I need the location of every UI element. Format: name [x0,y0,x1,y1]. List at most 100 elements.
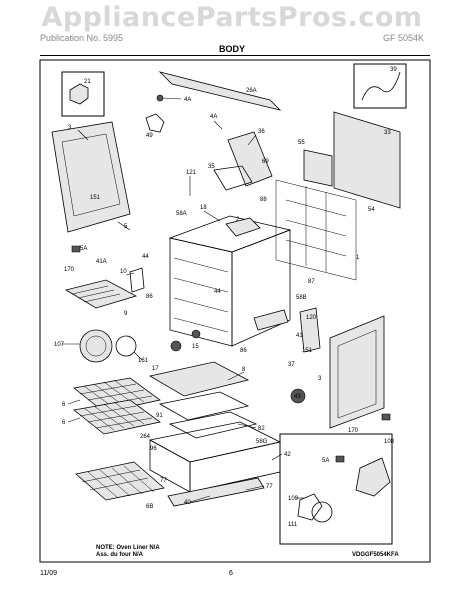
label-part: 9 [124,311,128,317]
leader-line [162,97,182,100]
label-part: 5A [80,246,87,252]
label-part: 33 [384,130,391,136]
fan-cover-inner [85,335,107,357]
leader-line [271,453,283,461]
label-part: 49 [146,133,153,139]
part-3-left-panel [51,121,131,233]
part-39-harness [361,71,401,101]
note-line: NOTE: Oven Liner N/A [96,545,160,551]
part-43-screw-callout [290,388,306,404]
label-part: 151 [302,348,313,354]
leader-line [227,371,245,381]
part-82-plate [168,411,258,439]
part-161-ring [115,335,137,357]
leader-line [245,485,265,491]
rear-frame [275,179,357,281]
note-text: NOTE: Oven Liner N/A Ass. du four N/A [96,545,160,559]
leader-line [77,129,89,141]
part-40-drawer-rail [167,477,265,507]
rack-upper-wires [79,379,153,409]
label-part: 39 [390,67,397,73]
leader-lines [62,97,304,503]
label-part: 109 [288,496,299,502]
label-part: 108 [384,439,395,445]
part-91-bake-element [158,391,250,421]
label-part: 55 [298,140,305,146]
part-5A-clip-lower [335,455,345,463]
part-8-bottom-tray [148,361,250,397]
label-part: 58A [176,211,187,217]
part-4A-screw [156,94,164,102]
label-part: 88 [260,197,267,203]
label-part: 1 [356,255,360,261]
label-part: 4A [210,114,217,120]
label-part: 111 [288,522,298,528]
leader-line [133,351,143,361]
label-part: 58B [296,295,307,301]
watermark-logo: AppliancePartsPros.com [41,2,423,33]
part-41-rail [253,309,289,331]
label-part: 36 [258,129,265,135]
label-part: 151 [90,195,101,201]
label-part: 264 [140,434,151,440]
model-number: GF 5054K [382,33,424,43]
rack-lower-wires [79,401,153,431]
label-part: 6B [146,504,153,510]
leader-line [117,221,131,231]
label-part: 2 [236,217,240,223]
label-part: 26A [246,88,257,94]
leader-line [125,272,135,276]
inset-box-21 [61,71,105,117]
cavity-front [169,237,233,347]
cavity-top [168,215,292,253]
cavity-side [231,229,291,347]
label-part: 43 [294,394,301,400]
footer-page-number: 6 [229,570,233,577]
label-part: 42 [284,452,291,458]
leader-line [189,495,211,503]
part-10-bracket [129,267,145,293]
leader-line [213,120,223,130]
label-part: 35 [208,164,215,170]
label-part: 120 [306,315,317,321]
part-35-duct-base [213,165,253,191]
part-109-fan [297,493,323,521]
label-part: 170 [64,267,75,273]
label-part: 82 [258,426,265,432]
label-part: 4A [184,97,191,103]
label-part: 91 [156,413,163,419]
part-6B-drawer-rack [75,461,165,501]
label-part: 170 [348,428,359,434]
part-42-drawer-front [189,441,281,493]
label-part: 8 [242,367,246,373]
part-17-lamp [170,340,182,352]
note-line: Ass. du four N/A [96,552,144,558]
label-part: 5A [322,458,329,464]
part-33-back-panel [333,111,401,209]
part-5-clip-right [381,413,391,421]
page-title: BODY [218,44,245,54]
leader-line [247,134,257,146]
label-part: 87 [308,279,315,285]
drawer-rack-wires [81,465,155,499]
part-21-bracket [69,83,89,105]
leader-line [67,399,81,405]
label-part: 54 [368,207,375,213]
cavity-rack-guides [173,257,229,333]
rear-frame-grid [285,186,347,272]
label-part: 44 [142,254,149,260]
part-111-blade [311,501,333,523]
page-header: Publication No. 5995 GF 5054K [40,33,424,43]
part-36-vent-duct [227,131,273,187]
part-107-fan-cover [79,329,113,363]
part-2-plate [225,217,261,237]
left-panel-inner [61,133,121,217]
label-part: 96 [150,446,157,452]
label-part: 77 [266,484,273,490]
right-panel-inner [337,329,377,419]
label-part: 41 [296,333,303,339]
inset-box-108 [279,433,393,545]
diagram-code: VDGGF5054KFA [352,552,399,558]
label-part: 161 [138,358,149,364]
